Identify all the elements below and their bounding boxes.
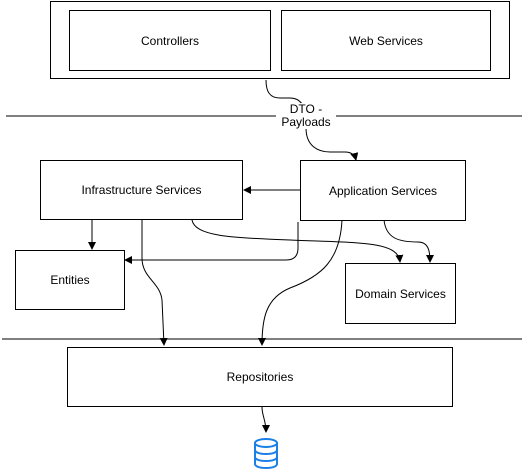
infrastructure-services-label: Infrastructure Services bbox=[81, 183, 202, 197]
edge-infra-repositories bbox=[141, 220, 168, 346]
dto-payloads-label: DTO - Payloads bbox=[276, 103, 336, 129]
web-services-node[interactable]: Web Services bbox=[281, 10, 491, 71]
application-services-label: Application Services bbox=[328, 183, 438, 198]
edge-repositories-database bbox=[261, 406, 270, 433]
edge-app-entities bbox=[124, 222, 299, 264]
repositories-node[interactable]: Repositories bbox=[67, 347, 453, 407]
edge-app-domain bbox=[383, 219, 434, 263]
controllers-label: Controllers bbox=[140, 33, 200, 48]
edge-infra-domain bbox=[191, 219, 404, 263]
edge-dto-application-services bbox=[305, 127, 359, 161]
domain-services-node[interactable]: Domain Services bbox=[345, 263, 456, 324]
edge-webservices-dto bbox=[265, 79, 303, 105]
domain-services-label: Domain Services bbox=[355, 286, 446, 301]
controllers-node[interactable]: Controllers bbox=[69, 10, 271, 71]
entities-label: Entities bbox=[50, 273, 90, 287]
repositories-label: Repositories bbox=[226, 370, 294, 384]
edge-app-repositories bbox=[258, 219, 343, 346]
database-icon bbox=[254, 438, 278, 469]
web-services-label: Web Services bbox=[349, 33, 423, 48]
application-services-node[interactable]: Application Services bbox=[300, 160, 466, 221]
entities-node[interactable]: Entities bbox=[15, 250, 125, 310]
infrastructure-services-node[interactable]: Infrastructure Services bbox=[40, 160, 243, 220]
